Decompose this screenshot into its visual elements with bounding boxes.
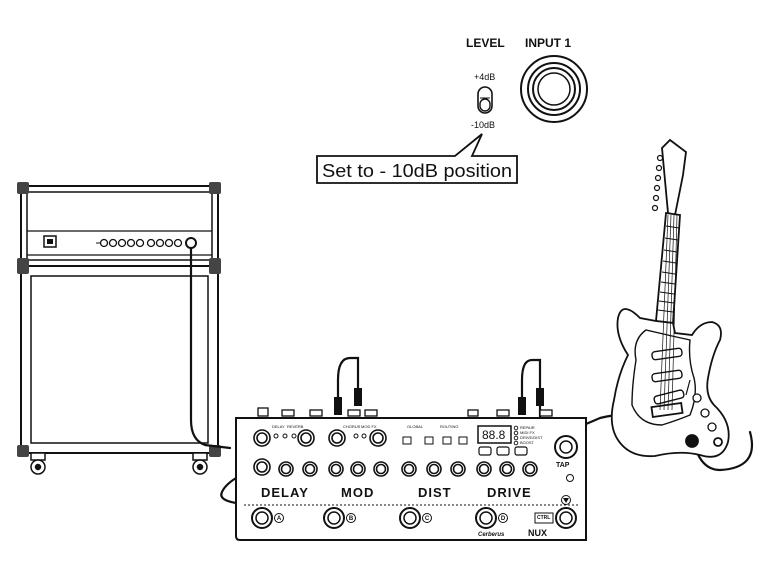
pedal-display: 88.8 [477,425,512,444]
pedal-section-labels: DELAY MOD DIST DRIVE [261,485,532,500]
svg-text:CHORUS: CHORUS [343,424,361,429]
input-jack [520,55,588,123]
svg-text:ROUTING: ROUTING [440,424,458,429]
brand-logo: NUX [528,528,547,538]
svg-text:REPAIR: REPAIR [520,425,535,430]
ctrl-label: CTRL [537,515,550,521]
minus-10db-label: -10dB [471,120,495,130]
section-label-delay: DELAY [261,485,309,500]
footswitch-letter-a: A [277,516,282,522]
footswitch-letter-c: C [425,516,430,522]
input-1-label: INPUT 1 [525,36,571,50]
svg-text:BOOST: BOOST [520,440,535,445]
tap-label: TAP [556,462,570,469]
model-name: Cerberus [478,532,505,538]
tap-footswitch: TAP [554,435,578,482]
svg-text:REVERB: REVERB [287,424,304,429]
input-panel: LEVEL INPUT 1 +4dB -10dB [466,36,588,130]
svg-text:GLOBAL: GLOBAL [407,424,424,429]
level-switch [477,86,493,114]
section-label-dist: DIST [418,485,452,500]
pedal-footswitches [251,507,577,529]
amp-knobs [99,238,183,248]
plus-4db-label: +4dB [474,72,495,82]
svg-text:MOD FX: MOD FX [361,424,377,429]
cable-plugs [334,388,544,415]
section-label-drive: DRIVE [487,485,532,500]
amp-input-jack [185,237,197,249]
display-value: 88.8 [482,428,506,442]
pedal-effect-knobs [253,458,538,477]
amp-casters [30,452,208,475]
svg-text:MIDI FX: MIDI FX [520,430,535,435]
electric-guitar [610,138,730,458]
footswitch-letter-b: B [349,516,354,522]
svg-text:DRIVE/DIST: DRIVE/DIST [520,435,543,440]
svg-text:DELAY: DELAY [272,424,285,429]
pedal-top-knobs [253,429,387,447]
footswitch-letter-d: D [501,516,506,522]
section-label-mod: MOD [341,485,374,500]
callout: Set to - 10dB position [316,133,518,184]
level-label: LEVEL [466,36,505,50]
amplifier [17,182,221,475]
callout-text: Set to - 10dB position [322,161,512,181]
